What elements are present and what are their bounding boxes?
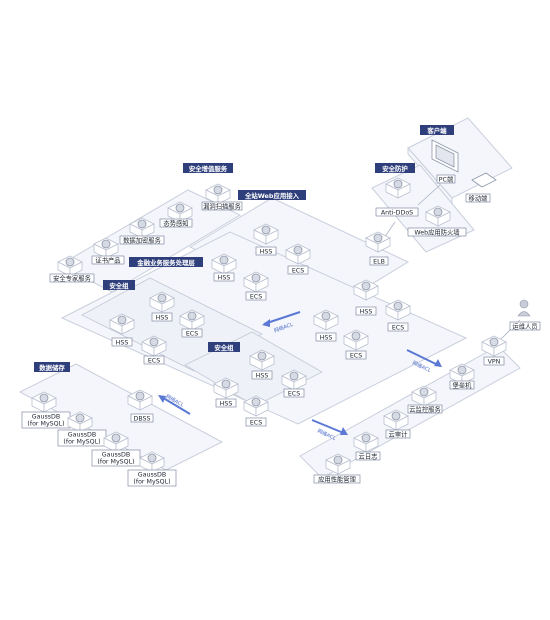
svg-text:HSS: HSS — [220, 401, 233, 408]
cloud-monitor-node: 云监控服务 — [407, 385, 443, 414]
svg-text:VPN: VPN — [488, 359, 501, 366]
svg-text:ELB: ELB — [373, 259, 385, 266]
svg-text:Anti-DDoS: Anti-DDoS — [381, 210, 413, 217]
elb-node: ELB — [365, 231, 391, 266]
pc-node: PC端 — [431, 139, 459, 184]
svg-text:运维人员: 运维人员 — [512, 322, 537, 331]
svg-text:应用性能管理: 应用性能管理 — [318, 475, 356, 484]
gaussdb-node-3: GaussDB (for MySQL) — [91, 431, 141, 467]
svg-text:HSS: HSS — [218, 275, 231, 282]
situation-node: 态势感知 — [159, 201, 193, 228]
ecs-web-4: ECS — [343, 329, 369, 360]
data-encrypt-node: 数据加密服务 — [119, 217, 165, 245]
svg-text:数据加密服务: 数据加密服务 — [123, 236, 161, 245]
ecs-sg1-2: ECS — [141, 335, 167, 365]
ops-person-node: 运维人员 — [509, 299, 541, 331]
bastion-node: 堡垒机 — [449, 363, 475, 390]
svg-text:HSS: HSS — [156, 315, 169, 322]
apm-node: 应用性能管理 — [313, 453, 361, 484]
svg-text:云审计: 云审计 — [389, 430, 409, 439]
ecs-sg2-1: ECS — [281, 369, 307, 398]
ecs-web-1: ECS — [285, 243, 311, 275]
hss-sg1-2: HSS — [109, 313, 135, 347]
svg-text:ECS: ECS — [148, 358, 160, 365]
svg-text:GaussDB: GaussDB — [138, 472, 166, 479]
svg-text:安全组: 安全组 — [109, 281, 129, 290]
hss-web-1: HSS — [253, 223, 279, 256]
svg-text:(for MySQL): (for MySQL) — [133, 479, 170, 486]
connector-client-protection — [417, 184, 441, 206]
tag-security-protection: 安全防护 — [375, 163, 415, 173]
svg-text:ECS: ECS — [186, 331, 198, 338]
hss-web-4: HSS — [313, 309, 339, 342]
svg-text:安全增值服务: 安全增值服务 — [189, 164, 228, 173]
cloud-audit-node: 云审计 — [383, 409, 411, 439]
hss-web-2: HSS — [211, 253, 237, 282]
tag-security-group-1: 安全组 — [103, 280, 135, 290]
svg-text:GaussDB: GaussDB — [32, 414, 60, 421]
svg-text:云日志: 云日志 — [359, 452, 378, 461]
svg-text:DBSS: DBSS — [133, 416, 150, 423]
svg-text:安全专家服务: 安全专家服务 — [53, 274, 91, 283]
svg-text:ECS: ECS — [250, 420, 262, 427]
svg-text:ECS: ECS — [288, 391, 300, 398]
svg-text:PC端: PC端 — [439, 175, 454, 184]
svg-text:(for MySQL): (for MySQL) — [97, 459, 134, 466]
svg-text:ECS: ECS — [250, 294, 262, 301]
cert-node: 证书产品 — [91, 237, 125, 265]
svg-text:态势感知: 态势感知 — [163, 219, 188, 228]
svg-text:HSS: HSS — [320, 335, 333, 342]
gaussdb-node-1: GaussDB (for MySQL) — [21, 391, 71, 429]
anti-ddos-node: Anti-DDoS — [375, 177, 419, 217]
svg-text:HSS: HSS — [116, 340, 129, 347]
svg-text:GaussDB: GaussDB — [102, 452, 130, 459]
tag-full-web: 全站Web应用接入 — [238, 190, 306, 200]
expert-node: 安全专家服务 — [49, 255, 95, 283]
svg-text:证书产品: 证书产品 — [95, 256, 120, 265]
svg-text:HSS: HSS — [360, 309, 373, 316]
svg-text:(for MySQL): (for MySQL) — [27, 421, 64, 428]
waf-node: Web应用防火墙 — [407, 205, 467, 237]
svg-text:客户端: 客户端 — [426, 126, 447, 135]
gaussdb-node-4: GaussDB (for MySQL) — [127, 451, 177, 487]
tag-client: 客户端 — [420, 125, 454, 135]
ecs-web-3: ECS — [385, 299, 411, 332]
ecs-sg2-2: ECS — [243, 395, 269, 427]
svg-text:HSS: HSS — [256, 373, 269, 380]
svg-text:金融业务服务处理层: 金融业务服务处理层 — [136, 258, 195, 267]
svg-text:ECS: ECS — [350, 353, 362, 360]
cloud-log-node: 云日志 — [353, 431, 381, 461]
svg-text:ECS: ECS — [392, 325, 404, 332]
hss-sg2-1: HSS — [249, 349, 275, 380]
svg-text:Web应用防火墙: Web应用防火墙 — [414, 228, 460, 237]
svg-text:HSS: HSS — [260, 249, 273, 256]
vuln-scan-node: 漏洞扫描服务 — [201, 183, 243, 211]
tag-value-added: 安全增值服务 — [183, 163, 233, 173]
tag-data-storage: 数据储存 — [34, 362, 70, 372]
mobile-node: 移动端 — [465, 172, 497, 203]
svg-text:安全防护: 安全防护 — [382, 164, 408, 173]
svg-text:GaussDB: GaussDB — [68, 432, 96, 439]
svg-text:云监控服务: 云监控服务 — [409, 405, 441, 414]
tag-finance: 金融业务服务处理层 — [129, 257, 203, 267]
vpn-node: VPN — [481, 335, 507, 366]
tag-security-group-2: 安全组 — [208, 342, 240, 352]
hss-sg1-1: HSS — [149, 291, 175, 322]
dbss-node: DBSS — [127, 389, 154, 423]
svg-text:(for MySQL): (for MySQL) — [63, 439, 100, 446]
svg-text:漏洞扫描服务: 漏洞扫描服务 — [203, 202, 241, 211]
hss-sg2-2: HSS — [213, 377, 239, 408]
hss-web-3: HSS — [353, 279, 379, 316]
svg-text:移动端: 移动端 — [469, 194, 489, 203]
ecs-web-2: ECS — [243, 271, 269, 301]
ecs-sg1-1: ECS — [179, 309, 205, 338]
svg-text:全站Web应用接入: 全站Web应用接入 — [244, 191, 300, 200]
svg-text:堡垒机: 堡垒机 — [453, 381, 473, 390]
svg-text:ECS: ECS — [292, 268, 304, 275]
svg-text:安全组: 安全组 — [214, 343, 234, 352]
svg-text:数据储存: 数据储存 — [39, 363, 65, 372]
